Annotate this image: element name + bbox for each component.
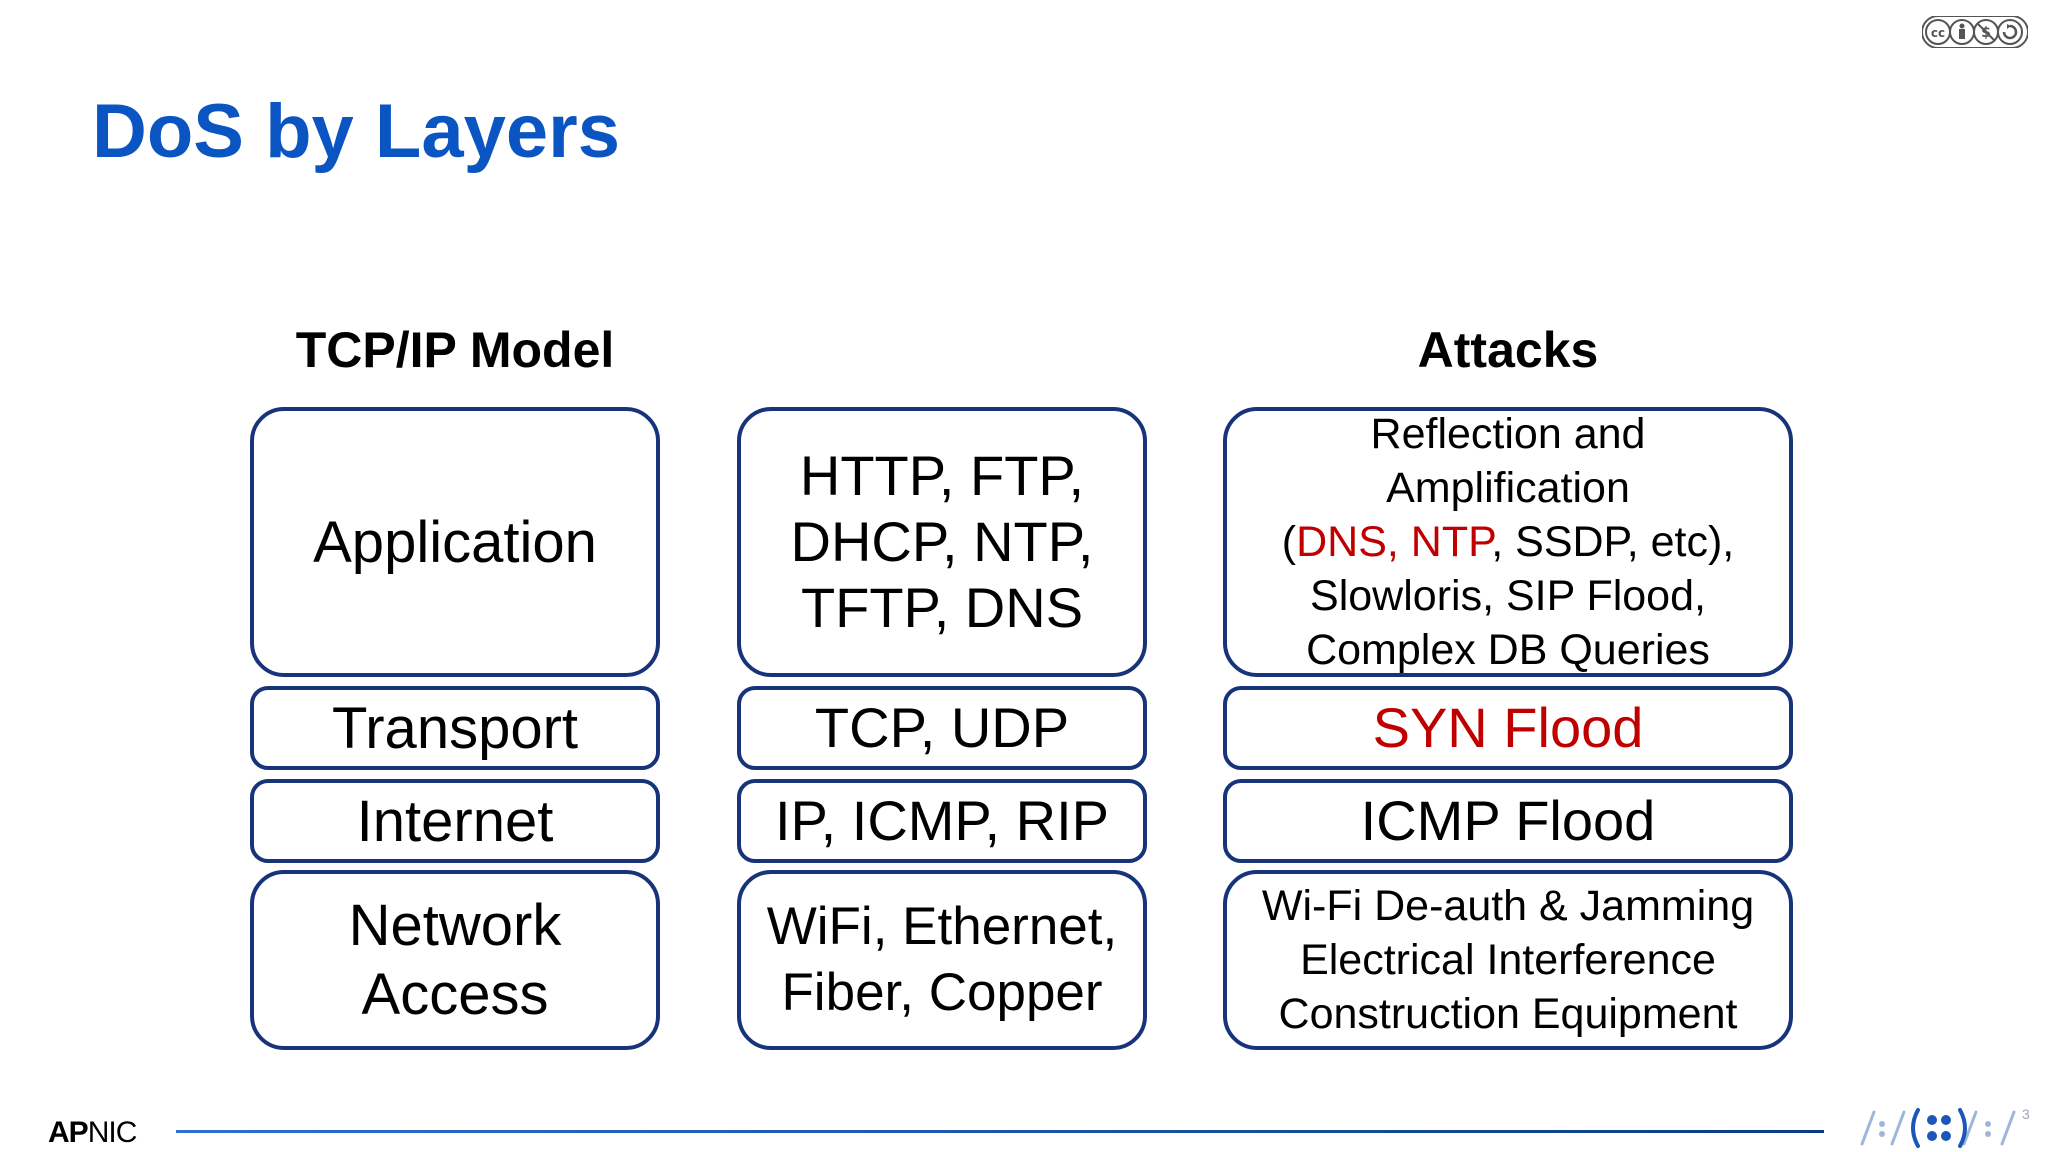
attacks-network-access-line1: Wi-Fi De-auth & Jamming	[1261, 882, 1755, 930]
layer-application-box: Application	[250, 407, 660, 677]
layer-network-access-box: Network Access	[250, 870, 660, 1050]
slide-title: DoS by Layers	[92, 89, 620, 174]
layer-transport-box: Transport	[250, 686, 660, 770]
attacks-application-box: Reflection and Amplification (DNS, NTP, …	[1223, 407, 1793, 677]
attacks-application-line3-open: (	[1281, 518, 1297, 566]
attacks-application-line3-rest: , SSDP, etc),	[1491, 518, 1735, 566]
attacks-network-access-line2: Electrical Interference	[1300, 936, 1716, 984]
apnic-logo-bold: AP	[48, 1116, 89, 1149]
protocols-internet-label: IP, ICMP, RIP	[774, 789, 1110, 852]
attacks-application-line3: (DNS, NTP, SSDP, etc),	[1282, 515, 1734, 569]
attacks-network-access-line3: Construction Equipment	[1278, 990, 1738, 1038]
layer-network-access-line1: Network	[348, 893, 562, 958]
attacks-application-line4: Slowloris, SIP Flood,	[1310, 572, 1706, 620]
protocols-internet-box: IP, ICMP, RIP	[737, 779, 1147, 863]
layer-internet-label: Internet	[356, 788, 554, 854]
svg-text:cc: cc	[1931, 26, 1945, 40]
attacks-application-line2: Amplification	[1386, 464, 1630, 512]
layer-transport-label: Transport	[331, 695, 579, 761]
attacks-application-line5: Complex DB Queries	[1306, 626, 1710, 674]
attacks-header: Attacks	[1417, 322, 1599, 378]
protocols-application-line1: HTTP, FTP,	[799, 444, 1085, 507]
apnic-logo: APNIC	[48, 1116, 138, 1150]
protocols-network-access-line2: Fiber, Copper	[781, 963, 1103, 1022]
tcpip-model-header: TCP/IP Model	[295, 322, 615, 378]
attacks-internet-box: ICMP Flood	[1223, 779, 1793, 863]
creative-commons-license-icon: cc $	[1922, 16, 2028, 48]
protocols-transport-label: TCP, UDP	[814, 696, 1070, 759]
attacks-application-line3-highlight: DNS, NTP	[1296, 518, 1492, 566]
protocols-transport-box: TCP, UDP	[737, 686, 1147, 770]
apnic-logo-rest: NIC	[87, 1116, 138, 1149]
protocols-application-line2: DHCP, NTP,	[790, 510, 1094, 573]
attacks-application-line1: Reflection and	[1370, 410, 1646, 458]
protocols-application-line3: TFTP, DNS	[800, 576, 1084, 639]
layer-application-label: Application	[313, 509, 597, 575]
protocols-application-box: HTTP, FTP, DHCP, NTP, TFTP, DNS	[737, 407, 1147, 677]
layer-network-access-line2: Access	[361, 962, 549, 1027]
footer-divider	[176, 1130, 1824, 1133]
ipv6-dots-ornament-icon	[1860, 1108, 2016, 1148]
attacks-transport-box: SYN Flood	[1223, 686, 1793, 770]
protocols-network-access-line1: WiFi, Ethernet,	[766, 897, 1118, 956]
attacks-internet-label: ICMP Flood	[1360, 789, 1656, 852]
attacks-transport-label: SYN Flood	[1372, 696, 1644, 759]
layer-internet-box: Internet	[250, 779, 660, 863]
protocols-network-access-box: WiFi, Ethernet, Fiber, Copper	[737, 870, 1147, 1050]
page-number: 3	[2022, 1106, 2030, 1122]
attacks-network-access-box: Wi-Fi De-auth & Jamming Electrical Inter…	[1223, 870, 1793, 1050]
